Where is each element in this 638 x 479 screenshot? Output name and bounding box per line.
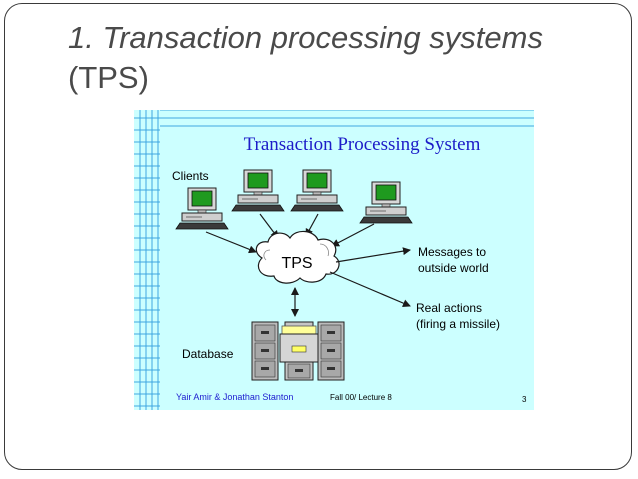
tps-diagram: Transaction Processing System Clients	[134, 110, 534, 410]
real-actions-label-line-1: Real actions	[416, 301, 482, 315]
tps-label: TPS	[281, 255, 312, 272]
client-computer-2	[231, 169, 285, 212]
real-actions-label-line-2: (firing a missile)	[416, 317, 500, 331]
slide-title-line-1: 1. Transaction processing systems	[68, 20, 543, 55]
file-folder-icon	[279, 325, 319, 363]
client-computer-3	[290, 169, 344, 212]
tps-diagram-svg: Transaction Processing System Clients	[134, 110, 534, 410]
slide-title: 1. Transaction processing systems (TPS)	[68, 18, 608, 98]
footer-authors: Yair Amir & Jonathan Stanton	[176, 392, 293, 402]
client-computer-4	[359, 181, 413, 224]
footer-course: Fall 00/ Lecture 8	[330, 393, 392, 402]
clients-label: Clients	[172, 169, 209, 183]
filing-cabinet-icon	[317, 321, 345, 381]
diagram-title: Transaction Processing System	[244, 134, 481, 155]
database-cabinets	[251, 321, 345, 381]
computer-terminal-icon	[231, 169, 285, 212]
computer-terminal-icon	[359, 181, 413, 224]
messages-label-line-2: outside world	[418, 261, 489, 275]
footer-page-number: 3	[522, 395, 527, 404]
grid-pattern	[134, 110, 534, 410]
computer-terminal-icon	[290, 169, 344, 212]
client-computer-1	[175, 187, 229, 230]
messages-label-line-1: Messages to	[418, 245, 486, 259]
database-label: Database	[182, 347, 234, 361]
computer-terminal-icon	[175, 187, 229, 230]
output-arrows	[291, 247, 411, 317]
cloud-icon	[255, 230, 340, 284]
slide-title-line-2: (TPS)	[68, 60, 149, 95]
filing-cabinet-icon	[251, 321, 279, 381]
